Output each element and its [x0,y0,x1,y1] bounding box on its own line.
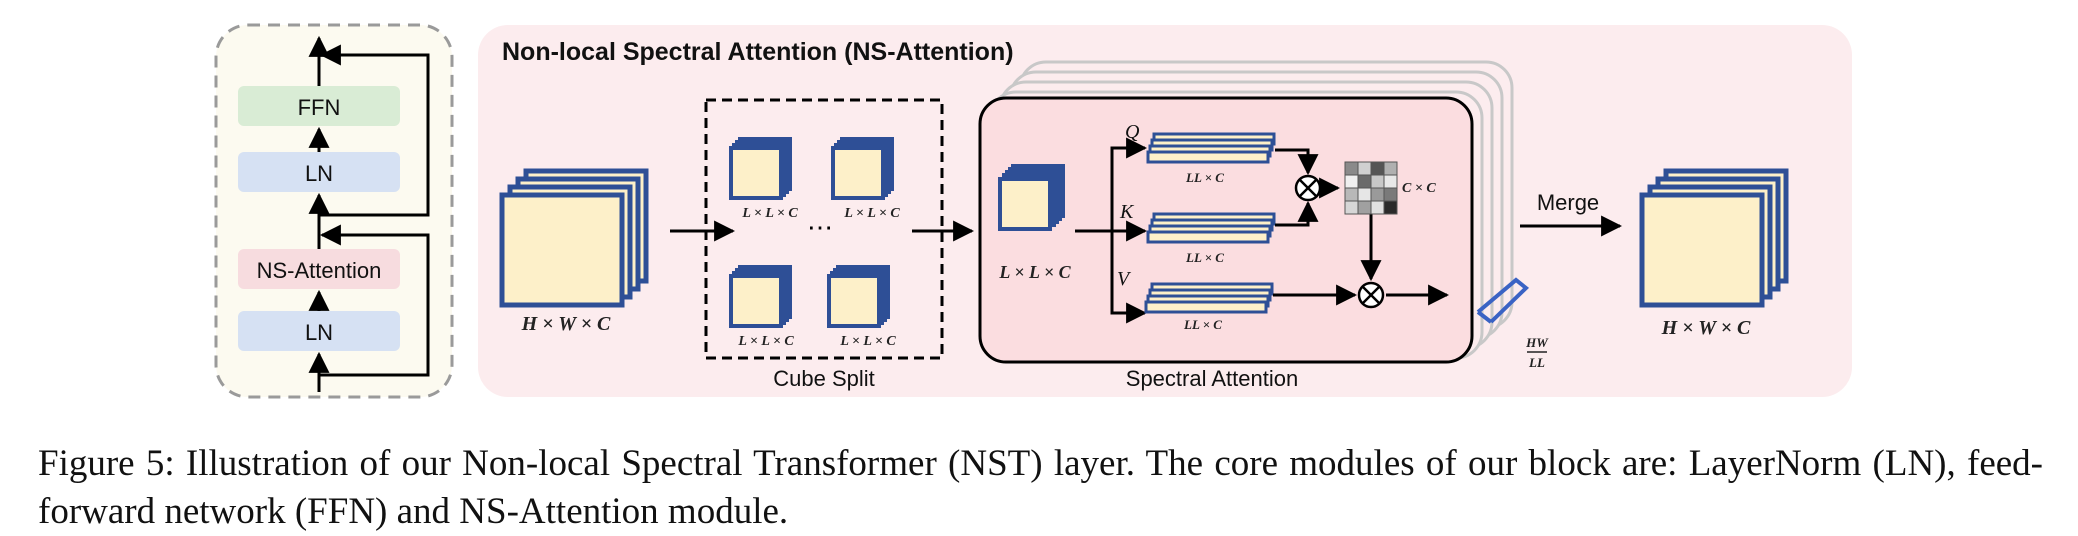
split-cube-3 [729,265,792,328]
v-tokens [1144,282,1274,314]
ln-bottom-box [238,311,400,351]
split-cube-4-label: L × L × C [839,334,896,349]
spectral-input-label: L × L × C [998,262,1071,282]
cube-split-frame [704,98,944,360]
k-token-label: LL × C [1185,250,1224,265]
ffn-box [238,86,400,126]
split-cube-3-label: L × L × C [737,334,794,349]
nst-layer-diagram: FFN LN NS-Attention LN Non-local Spectra… [214,23,1852,399]
output-feature-cube [1642,171,1786,305]
q-label: Q [1125,121,1140,143]
merge-label: Merge [1537,190,1599,215]
ns-attention-box [238,249,400,289]
ns-attention-module: Non-local Spectral Attention (NS-Attenti… [478,25,1852,397]
cube-split-title: Cube Split [773,366,875,391]
attention-flow-arrows [1273,148,1450,306]
layer-stack: FFN LN NS-Attention LN [214,23,454,399]
split-cube-2 [831,137,894,200]
split-ellipsis: ⋯ [807,213,833,242]
multiply-icon-av [1357,281,1385,309]
repeat-numerator: HW [1525,335,1549,350]
split-cube-4 [827,265,890,328]
spectral-attention-title: Spectral Attention [1126,366,1298,391]
matrix-dim-label: C × C [1402,181,1436,196]
q-tokens [1146,132,1276,164]
repeat-denominator: LL [1528,355,1545,370]
figure-caption: Figure 5: Illustration of our Non-local … [38,443,2043,532]
ns-attention-label: NS-Attention [257,258,382,283]
qkv-branches [1075,137,1148,324]
input-feature-cube [502,171,646,305]
split-cube-1-label: L × L × C [741,206,798,221]
ln-bottom-label: LN [305,320,333,345]
ffn-label: FFN [298,95,341,120]
input-dim-label: H × W × C [521,313,611,335]
output-dim-label: H × W × C [1661,317,1751,339]
v-label: V [1117,268,1132,290]
attention-matrix [1344,161,1398,215]
split-cube-1 [729,137,792,200]
k-label: K [1119,201,1135,223]
k-tokens [1146,212,1276,244]
ln-top-label: LN [305,161,333,186]
module-title: Non-local Spectral Attention (NS-Attenti… [502,38,1014,66]
spectral-input-cube [998,164,1065,231]
ln-top-box [238,152,400,192]
stack-arrows [308,35,430,392]
repeat-bracket [1476,277,1530,324]
split-cube-2-label: L × L × C [843,206,900,221]
multiply-icon-qk [1294,174,1322,202]
q-token-label: LL × C [1185,170,1224,185]
v-token-label: LL × C [1183,317,1222,332]
